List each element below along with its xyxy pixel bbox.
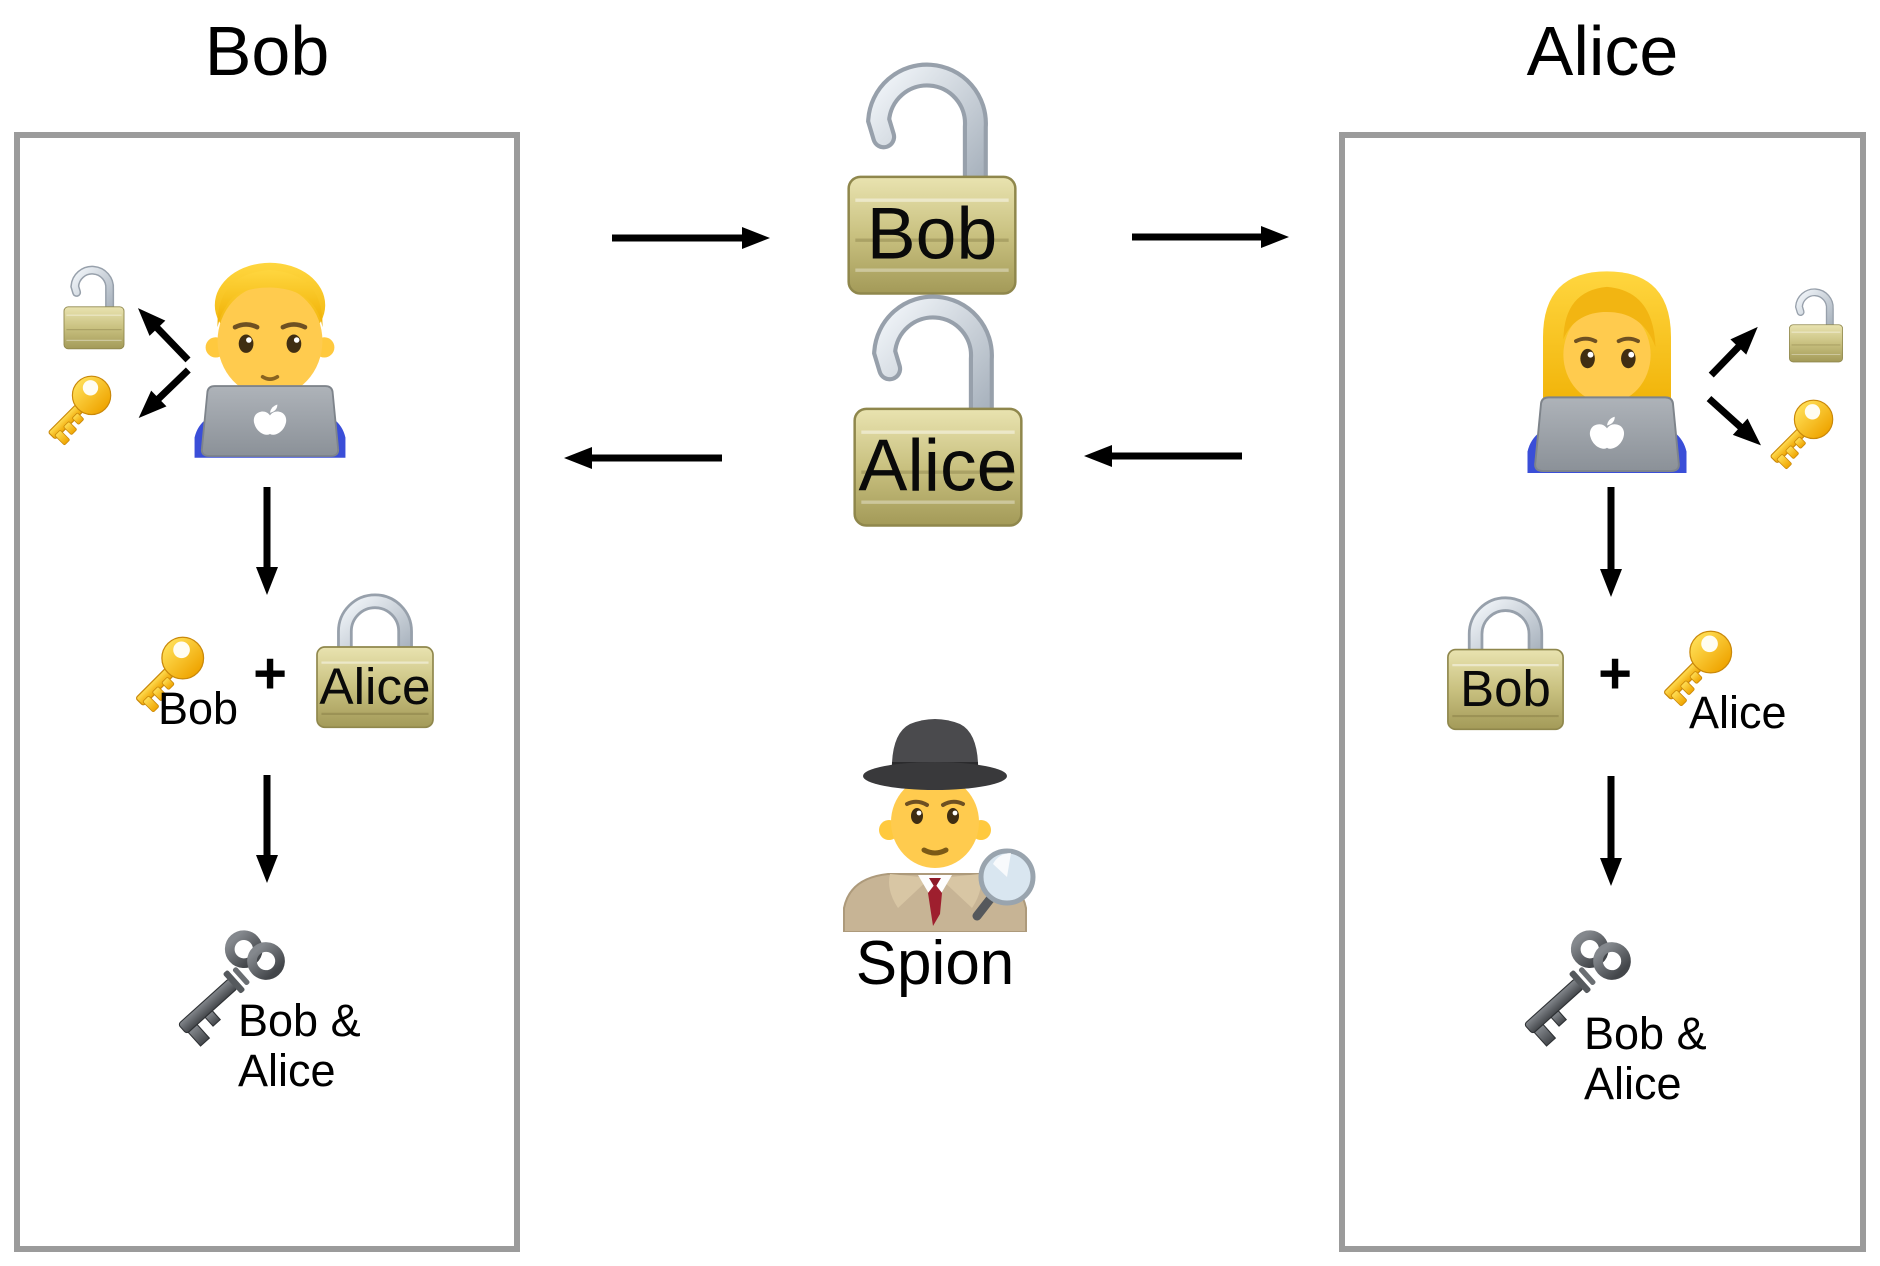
bob-deliver-arrow bbox=[1132, 226, 1289, 248]
open-padlock-bob-icon: Bob bbox=[832, 30, 1032, 297]
alice-combine-arrow bbox=[1600, 487, 1622, 597]
channel-bob-lock-label: Bob bbox=[867, 193, 997, 275]
alice-panel-lock-label: Bob bbox=[1460, 660, 1551, 717]
bob-private-key-label: Bob bbox=[158, 683, 239, 734]
bob-result-arrow bbox=[256, 775, 278, 883]
detective-icon bbox=[830, 692, 1040, 932]
bob-shared-key-label: Bob & Alice bbox=[238, 995, 361, 1097]
alice-to-lock-arrow bbox=[1708, 326, 1758, 378]
alice-to-key-arrow bbox=[1706, 395, 1762, 446]
key-icon bbox=[37, 367, 120, 450]
alice-deliver-arrow bbox=[564, 447, 722, 469]
spy-label: Spion bbox=[855, 929, 1015, 998]
plus-sign: + bbox=[1598, 641, 1632, 706]
alice-private-key-label: Alice bbox=[1689, 687, 1787, 738]
alice-shared-key-label: Bob & Alice bbox=[1584, 1008, 1707, 1110]
bob-panel-lock-label: Alice bbox=[319, 658, 430, 715]
bob-send-arrow bbox=[612, 227, 770, 249]
alice-panel bbox=[1339, 132, 1866, 1252]
open-padlock-icon bbox=[1784, 278, 1848, 363]
man-technologist-icon bbox=[178, 244, 362, 460]
plus-sign: + bbox=[253, 641, 287, 706]
bob-to-key-arrow bbox=[138, 367, 191, 418]
bob-to-lock-arrow bbox=[137, 308, 191, 363]
alice-result-arrow bbox=[1600, 776, 1622, 886]
bob-combine-arrow bbox=[256, 487, 278, 595]
closed-padlock-icon: Alice bbox=[308, 589, 442, 734]
channel-alice-lock-label: Alice bbox=[859, 425, 1018, 507]
open-padlock-alice-icon: Alice bbox=[838, 262, 1038, 529]
woman-technologist-icon bbox=[1525, 269, 1689, 473]
closed-padlock-icon: Bob bbox=[1439, 592, 1572, 736]
alice-send-arrow bbox=[1084, 445, 1242, 467]
bob-panel-title: Bob bbox=[204, 12, 330, 90]
open-padlock-icon bbox=[58, 254, 130, 350]
bob-panel bbox=[14, 132, 520, 1252]
alice-panel-title: Alice bbox=[1526, 12, 1679, 90]
